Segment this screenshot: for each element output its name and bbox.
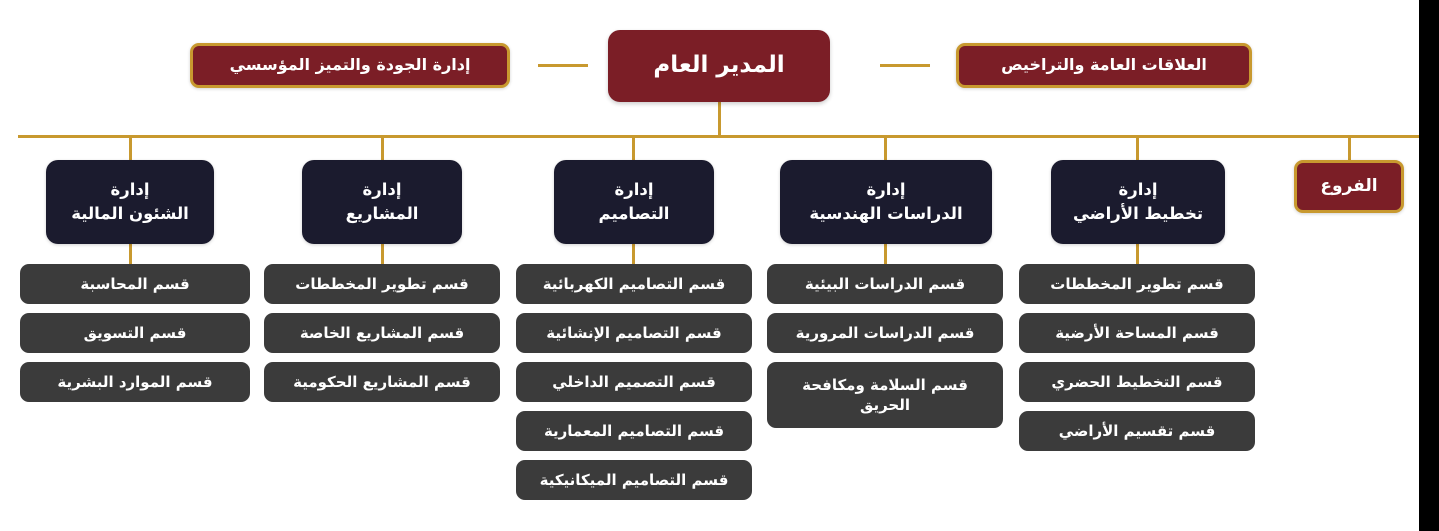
node-section-safety-and-fire-fighting[interactable]: قسم السلامة ومكافحة الحريق [767, 362, 1003, 428]
node-section-electrical-designs[interactable]: قسم التصاميم الكهربائية [516, 264, 752, 304]
connector-drop-dept-2 [381, 135, 384, 160]
node-section-human-resources[interactable]: قسم الموارد البشرية [20, 362, 250, 402]
node-director-general[interactable]: المدير العام [608, 30, 830, 102]
node-section-land-survey[interactable]: قسم المساحة الأرضية [1019, 313, 1255, 353]
node-department-designs[interactable]: إدارة التصاميم [554, 160, 714, 244]
connector-drop-dept-3 [632, 135, 635, 160]
node-branches[interactable]: الفروع [1294, 160, 1404, 213]
connector-main-bus [18, 135, 1419, 138]
node-section-plan-development-projects[interactable]: قسم تطوير المخططات [264, 264, 500, 304]
node-department-projects[interactable]: إدارة المشاريع [302, 160, 462, 244]
connector-drop-dept-4 [884, 135, 887, 160]
connector-dept-2-to-sections [381, 243, 384, 265]
node-section-traffic-studies[interactable]: قسم الدراسات المرورية [767, 313, 1003, 353]
node-section-architectural-designs[interactable]: قسم التصاميم المعمارية [516, 411, 752, 451]
node-public-relations-and-licensing[interactable]: العلاقات العامة والتراخيص [956, 43, 1252, 88]
node-section-government-projects[interactable]: قسم المشاريع الحكومية [264, 362, 500, 402]
connector-drop-dept-1 [129, 135, 132, 160]
connector-director-to-public-relations [880, 64, 930, 67]
connector-dept-1-to-sections [129, 243, 132, 265]
node-section-plan-development-land[interactable]: قسم تطوير المخططات [1019, 264, 1255, 304]
right-edge-gutter [1419, 0, 1439, 531]
connector-director-to-quality [538, 64, 588, 67]
node-section-private-projects[interactable]: قسم المشاريع الخاصة [264, 313, 500, 353]
node-section-environmental-studies[interactable]: قسم الدراسات البيئية [767, 264, 1003, 304]
node-section-land-subdivision[interactable]: قسم تقسيم الأراضي [1019, 411, 1255, 451]
node-quality-and-institutional-excellence[interactable]: إدارة الجودة والتميز المؤسسي [190, 43, 510, 88]
node-section-marketing[interactable]: قسم التسويق [20, 313, 250, 353]
node-section-structural-designs[interactable]: قسم التصاميم الإنشائية [516, 313, 752, 353]
node-department-financial-affairs[interactable]: إدارة الشئون المالية [46, 160, 214, 244]
connector-dept-5-to-sections [1136, 243, 1139, 265]
connector-director-stem [718, 102, 721, 138]
connector-drop-branches [1348, 135, 1351, 160]
node-section-urban-planning[interactable]: قسم التخطيط الحضري [1019, 362, 1255, 402]
connector-dept-3-to-sections [632, 243, 635, 265]
node-department-land-planning[interactable]: إدارة تخطيط الأراضي [1051, 160, 1225, 244]
node-section-accounting[interactable]: قسم المحاسبة [20, 264, 250, 304]
node-department-engineering-studies[interactable]: إدارة الدراسات الهندسية [780, 160, 992, 244]
node-section-mechanical-designs[interactable]: قسم التصاميم الميكانيكية [516, 460, 752, 500]
node-section-interior-design[interactable]: قسم التصميم الداخلي [516, 362, 752, 402]
connector-drop-dept-5 [1136, 135, 1139, 160]
connector-dept-4-to-sections [884, 243, 887, 265]
